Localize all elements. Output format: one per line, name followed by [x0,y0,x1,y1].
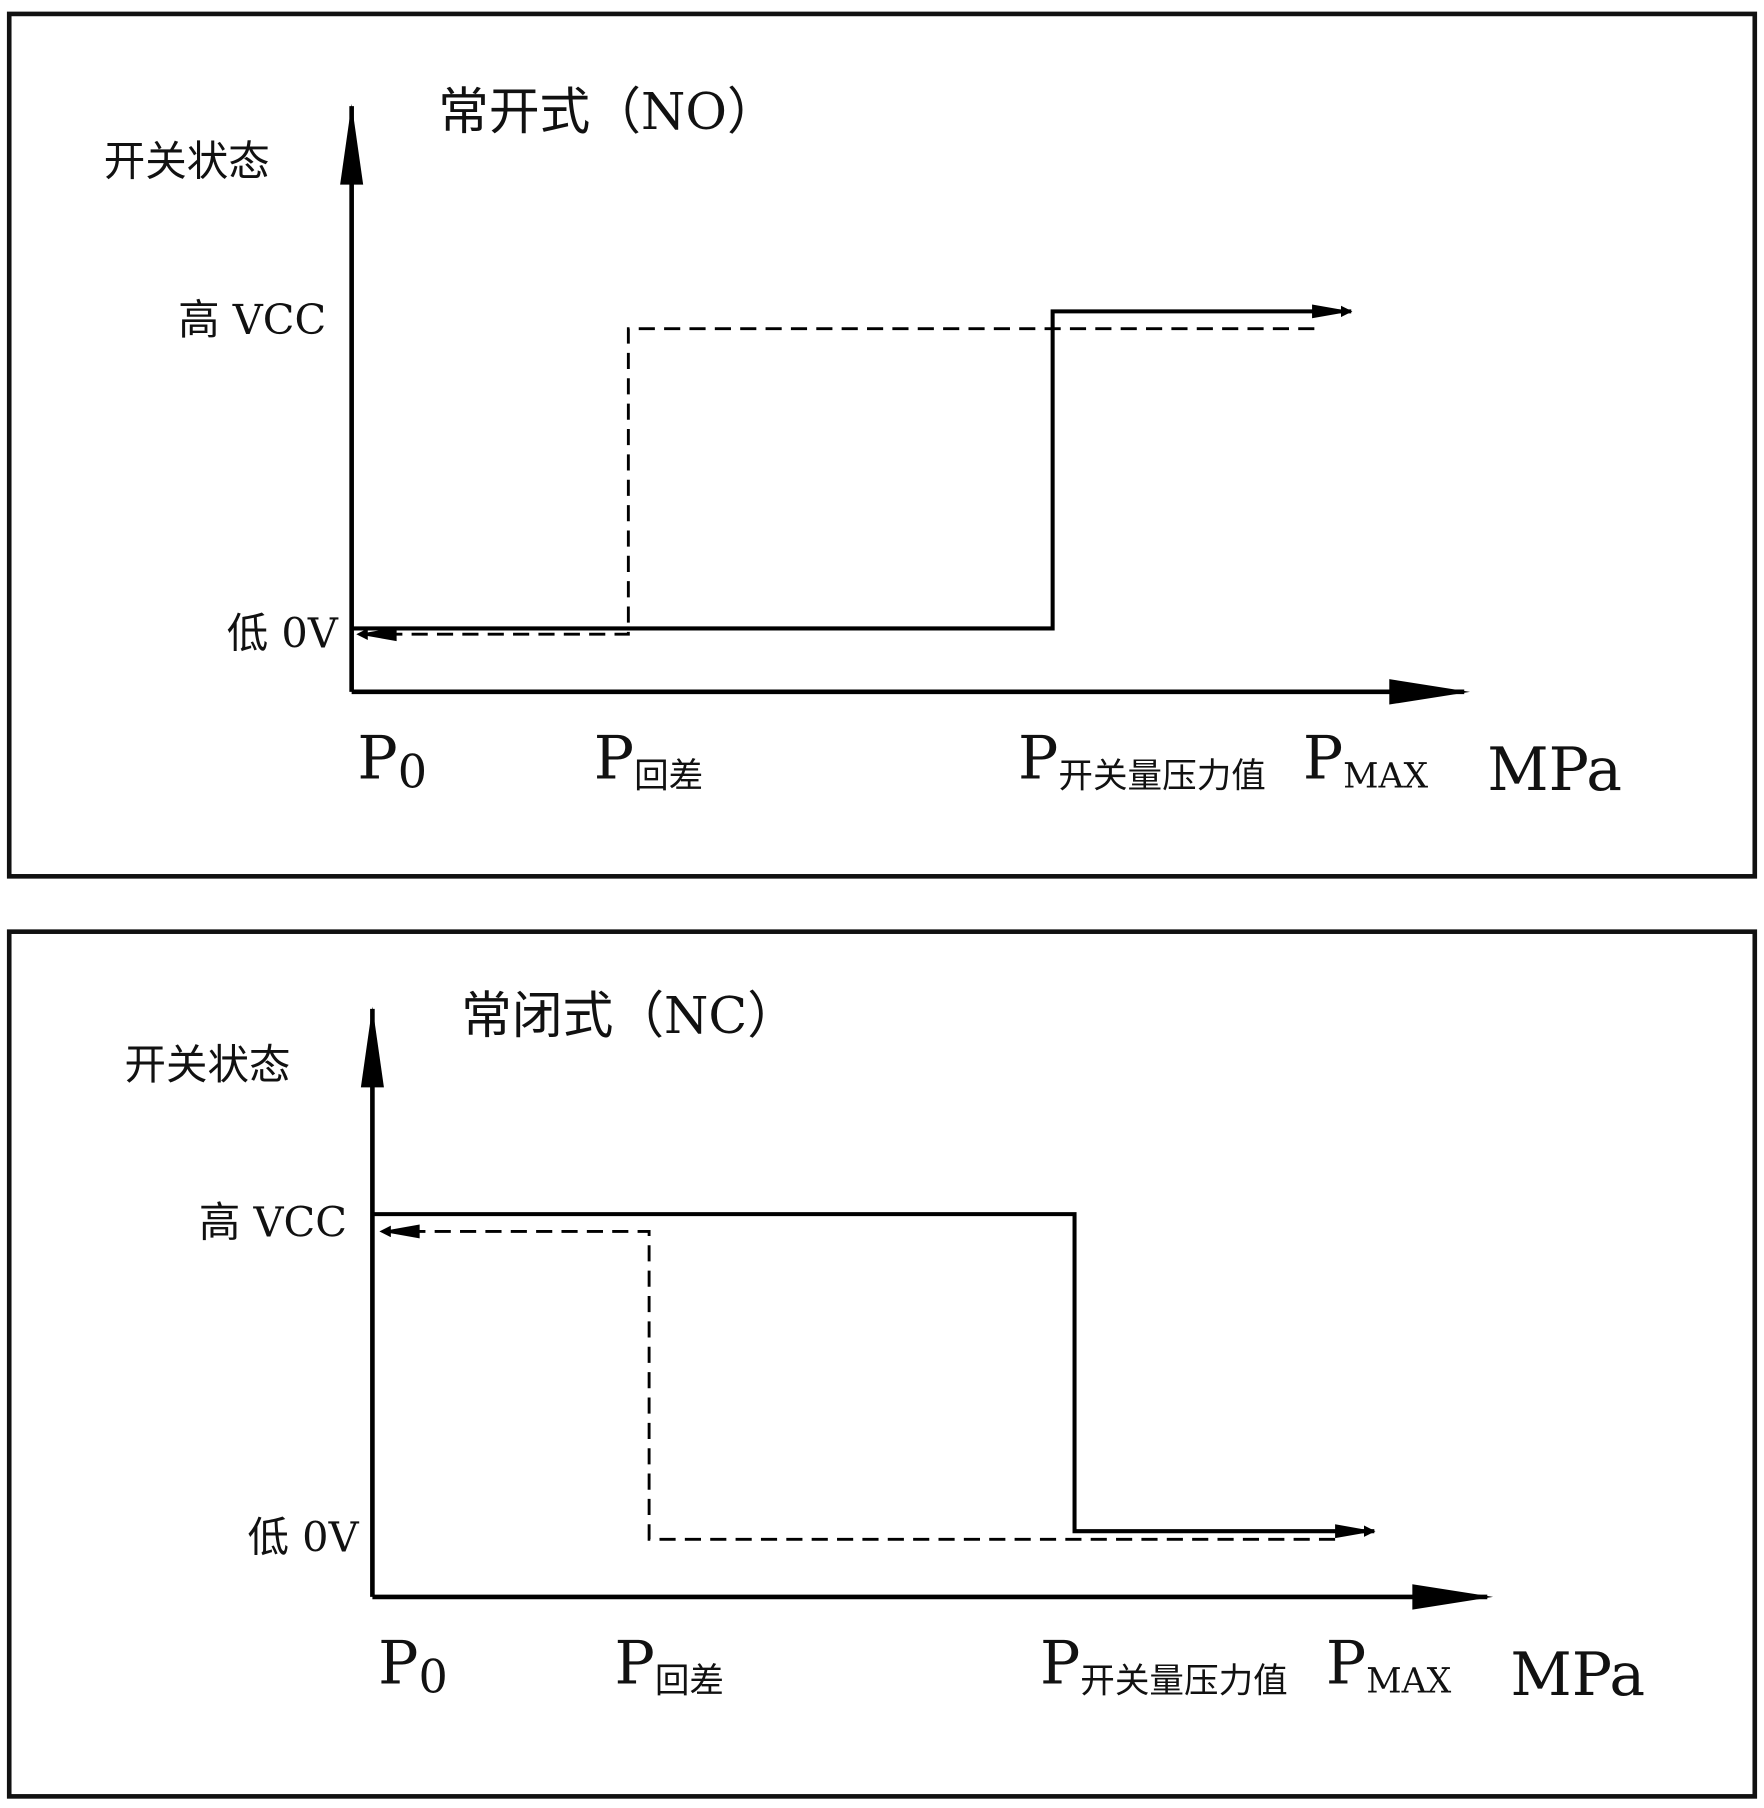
x-tick-subscript: MAX [1343,757,1428,797]
x-tick-subscript: 0 [419,1650,448,1704]
x-tick-label: P回差 [615,1628,725,1701]
x-tick-subscript: 回差 [634,757,703,797]
panel-border [6,929,1758,1799]
x-tick-label: P0 [357,723,427,798]
series-arrow-icon [380,1224,420,1239]
x-tick-subscript: 开关量压力值 [1080,1662,1287,1702]
series-arrow-icon [357,627,397,642]
chart-title: 常闭式（NC） [461,986,798,1045]
x-tick-main: P [1303,723,1343,793]
x-tick-label: P0 [378,1628,448,1703]
panel-border [6,11,1758,879]
series-dashed-line [356,327,1315,640]
series-arrow-icon [1335,1524,1375,1539]
x-tick-main: P [1040,1628,1080,1698]
y-tick-high: 高 VCC [199,1198,347,1247]
x-tick-subscript: MAX [1366,1662,1451,1702]
x-tick-main: P [378,1628,418,1698]
series-solid-line [372,1212,1376,1537]
series-arrow-icon [1312,304,1352,319]
y-axis-arrow-icon [360,1006,384,1088]
x-tick-subscript: 回差 [655,1662,724,1702]
x-tick-label: P回差 [594,723,704,796]
y-tick-low: 低 0V [227,608,339,657]
y-tick-high: 高 VCC [178,295,326,344]
x-tick-main: P [357,723,397,793]
x-axis-unit-label: MPa [1487,735,1622,805]
series-solid-line [351,305,1353,631]
y-tick-low: 低 0V [247,1512,359,1561]
series-dashed-line [379,1225,1336,1541]
x-axis-arrow-icon [1389,679,1470,705]
x-tick-label: PMAX [1326,1628,1452,1701]
x-tick-main: P [1326,1628,1366,1698]
x-tick-main: P [594,723,634,793]
y-axis-label: 开关状态 [104,136,270,185]
x-tick-label: PMAX [1303,723,1429,796]
x-tick-main: P [615,1628,655,1698]
y-axis-arrow-icon [340,103,364,185]
x-axis-unit-label: MPa [1510,1640,1645,1710]
x-tick-label: P开关量压力值 [1018,723,1266,796]
x-axis-arrow-icon [1412,1584,1494,1610]
x-tick-subscript: 开关量压力值 [1058,757,1265,797]
x-tick-main: P [1018,723,1058,793]
x-tick-subscript: 0 [398,745,427,799]
chart-title: 常开式（NO） [438,82,778,141]
x-tick-label: P开关量压力值 [1040,1628,1288,1701]
y-axis-label: 开关状态 [125,1040,291,1089]
